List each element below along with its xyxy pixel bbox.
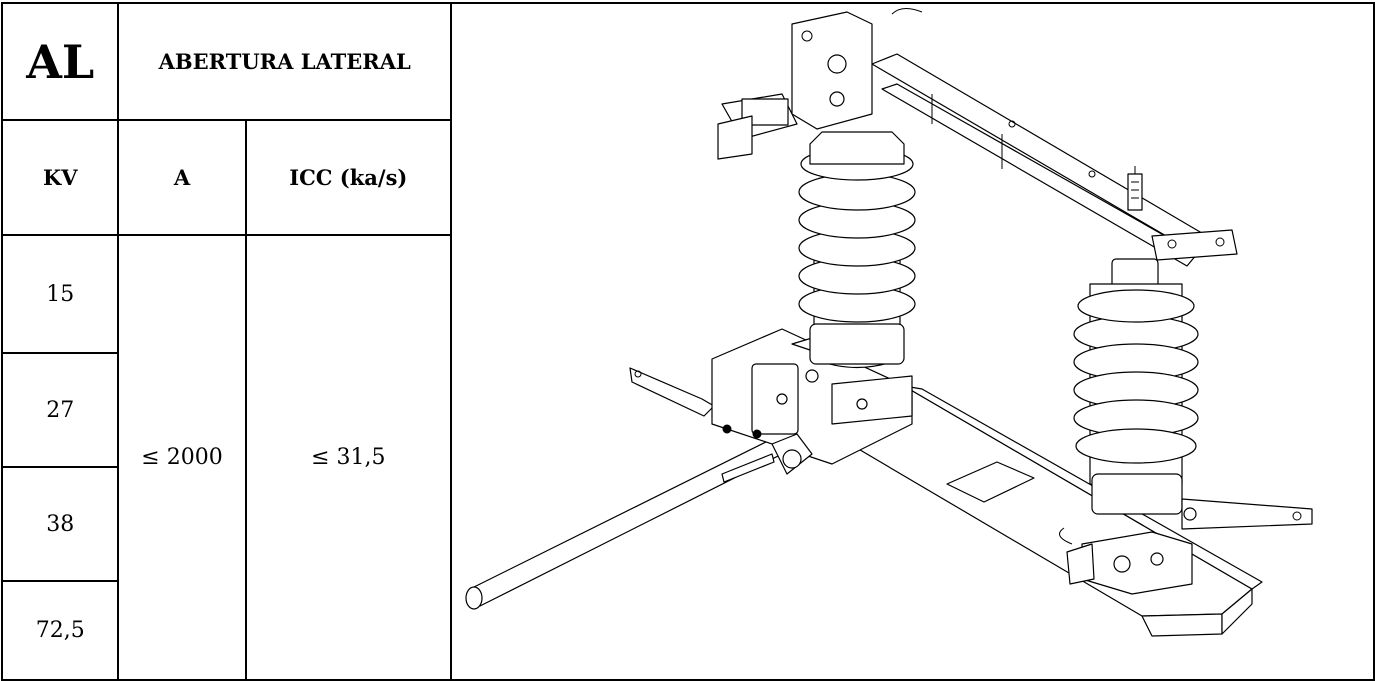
kv-cell: 15 xyxy=(0,234,120,354)
model-code: AL xyxy=(0,2,120,121)
kv-cell: 72,5 xyxy=(0,580,120,681)
switch-blade xyxy=(871,53,1238,267)
current-cell: ≤ 2000 xyxy=(117,234,247,681)
model-title: ABERTURA LATERAL xyxy=(117,2,452,121)
disconnect-switch-drawing xyxy=(465,8,1313,637)
nameplate xyxy=(946,461,1035,503)
header-icc: ICC (ka/s) xyxy=(244,119,453,236)
icc-cell: ≤ 31,5 xyxy=(244,234,453,681)
drawing-cell xyxy=(450,2,1375,681)
operating-handle xyxy=(465,367,793,610)
header-current: A xyxy=(117,119,247,236)
right-insulator xyxy=(1073,258,1313,530)
header-kv: KV xyxy=(0,119,120,236)
top-terminal-left xyxy=(717,8,923,160)
left-insulator xyxy=(798,131,916,369)
kv-cell: 27 xyxy=(0,352,120,468)
kv-cell: 38 xyxy=(0,466,120,582)
bottom-terminal-right xyxy=(1059,527,1193,595)
